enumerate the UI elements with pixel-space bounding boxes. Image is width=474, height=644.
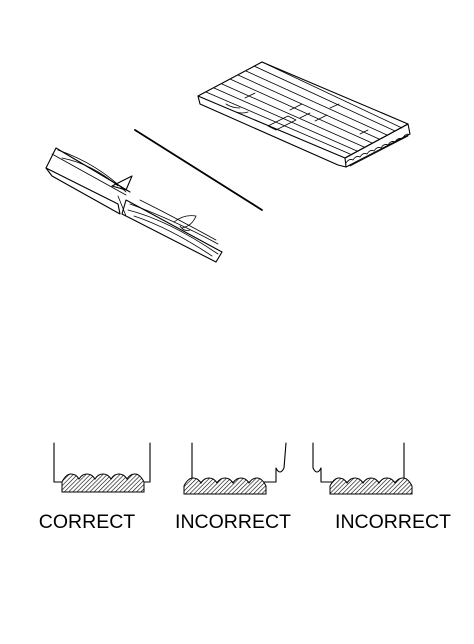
frayed-belt-strand <box>45 147 223 263</box>
groove-fit-correct <box>53 442 151 493</box>
groove-fit-incorrect-2 <box>312 442 413 495</box>
label-incorrect-1: INCORRECT <box>175 511 291 533</box>
label-incorrect-2: INCORRECT <box>335 511 451 533</box>
label-correct: CORRECT <box>39 511 136 533</box>
separator-line <box>134 129 263 211</box>
groove-fit-incorrect-1 <box>183 442 287 495</box>
ribbed-belt-section <box>197 61 411 168</box>
